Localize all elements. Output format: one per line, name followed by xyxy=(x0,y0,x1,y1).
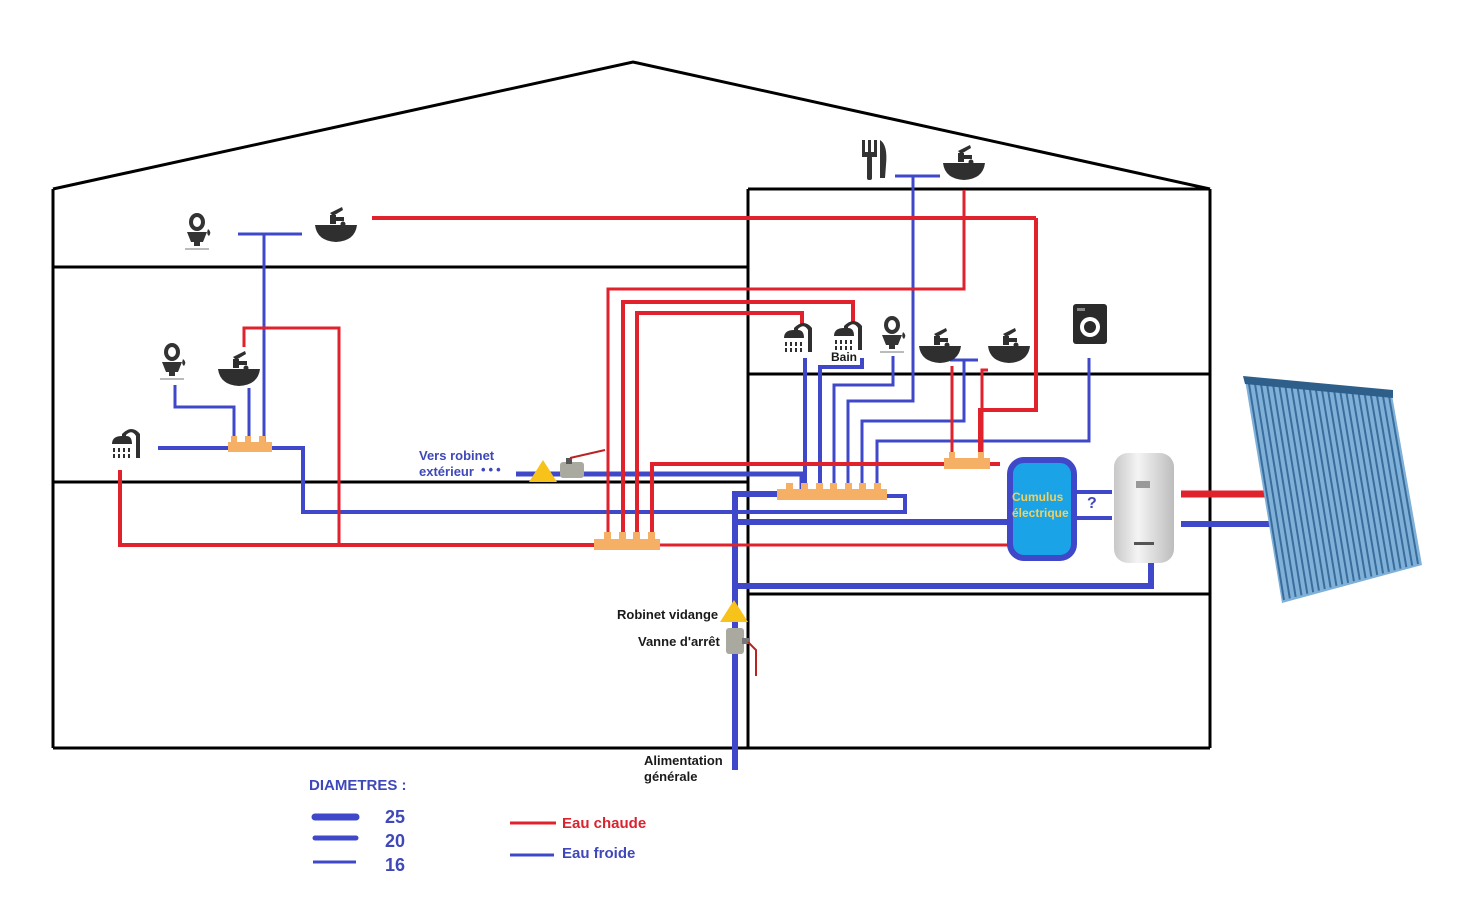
sink-icon xyxy=(315,207,357,242)
solar-tube xyxy=(1266,385,1303,596)
washing-machine-icon xyxy=(1073,304,1107,344)
legend-diameters-title: DIAMETRES : xyxy=(309,777,407,794)
solar-tube xyxy=(1314,389,1350,583)
cumulus-tank xyxy=(1007,457,1077,561)
solar-tube xyxy=(1278,386,1315,593)
solar-tube xyxy=(1345,392,1379,576)
legend-diameter-20-value: 20 xyxy=(385,831,406,851)
cumulus-label-1: Cumulus xyxy=(1012,490,1064,504)
solar-tube xyxy=(1302,388,1338,587)
solar-tube xyxy=(1363,393,1396,571)
main-supply-label-2: générale xyxy=(644,769,698,784)
shower-icon xyxy=(112,429,140,458)
drain-valve-label: Robinet vidange xyxy=(617,607,719,622)
solar-tube xyxy=(1321,390,1355,582)
solar-tube xyxy=(1308,389,1344,585)
sink-icon xyxy=(919,328,961,363)
solar-tube xyxy=(1248,383,1285,601)
dotted-continuation: ••• xyxy=(481,462,504,477)
sink-icon xyxy=(988,328,1030,363)
legend-hot-label: Eau chaude xyxy=(562,815,647,832)
solar-tube xyxy=(1260,384,1297,598)
bath-label: Bain xyxy=(830,350,859,365)
shower-icon xyxy=(784,323,812,352)
cold-water-pipes xyxy=(158,174,1272,770)
toilet-icon xyxy=(185,213,211,250)
solar-tube xyxy=(1381,395,1414,566)
solar-tube xyxy=(1327,390,1361,580)
solar-tube xyxy=(1388,395,1419,565)
manifold-hot-annex xyxy=(944,452,990,469)
main-supply-label-1: Alimentation xyxy=(644,753,723,768)
manifold-cold-main xyxy=(777,483,887,500)
hot-water-pipes xyxy=(118,190,1266,547)
house-walls xyxy=(51,60,1212,750)
stop-valve-icon xyxy=(726,628,757,676)
solar-tube xyxy=(1290,387,1326,590)
solar-tube xyxy=(1375,394,1408,568)
sink-icon xyxy=(218,351,260,386)
toilet-icon xyxy=(160,343,186,380)
question-mark-label: ? xyxy=(1087,495,1097,512)
solar-tube xyxy=(1333,391,1367,579)
solar-tube xyxy=(1254,384,1291,599)
drain-triangle-icon xyxy=(720,600,748,622)
stop-valve-label: Vanne d'arrêt xyxy=(638,634,720,649)
warning-triangle-icon xyxy=(529,460,557,482)
cutlery-icon xyxy=(862,140,887,180)
solar-tube xyxy=(1351,392,1385,574)
outdoor-tap-label-2: extérieur xyxy=(419,464,474,479)
solar-tube xyxy=(1272,385,1309,594)
solar-tube xyxy=(1296,388,1332,588)
solar-tube xyxy=(1284,386,1320,591)
solar-tube xyxy=(1369,394,1402,569)
legend-diameter-16-value: 16 xyxy=(385,855,406,875)
legend-cold-label: Eau froide xyxy=(562,845,636,862)
legend-diameter-25-value: 25 xyxy=(385,807,406,827)
cumulus-label-2: électrique xyxy=(1012,506,1069,520)
solar-panel-icon xyxy=(1243,376,1422,603)
shower-icon xyxy=(834,321,862,350)
sink-icon xyxy=(943,145,985,180)
manifold-first-floor xyxy=(228,436,272,452)
manifold-hot-main xyxy=(594,532,660,550)
toilet-icon xyxy=(880,316,906,353)
solar-tube xyxy=(1339,391,1373,577)
solar-tube xyxy=(1357,393,1390,572)
ball-valve-icon xyxy=(560,449,606,478)
water-heater-icon xyxy=(1114,453,1174,563)
manifolds xyxy=(228,436,990,550)
outdoor-tap-label-1: Vers robinet xyxy=(419,448,495,463)
